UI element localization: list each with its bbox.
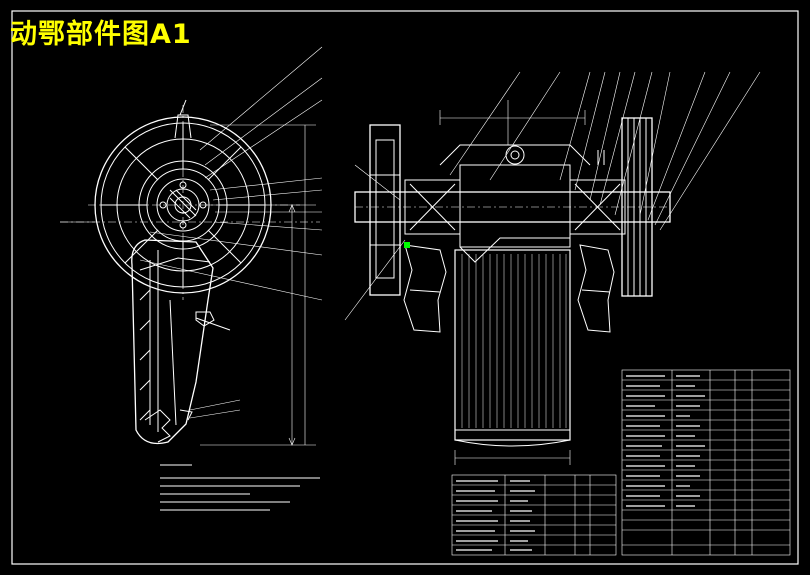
- drawing-title: 动鄂部件图A1: [10, 19, 192, 50]
- dimensions-middle: [439, 100, 586, 465]
- highlight-marker: [404, 242, 410, 248]
- dimensions-left: [60, 124, 316, 446]
- technical-notes-block: [160, 464, 320, 511]
- shaft-assembly-view: [354, 117, 671, 447]
- table-text-marks: [456, 375, 705, 551]
- leader-lines-middle: [344, 71, 761, 321]
- outer-frame: [11, 10, 799, 565]
- parts-list-left: [451, 474, 617, 556]
- jaw-teeth: [461, 254, 567, 428]
- leader-lines-left: [139, 46, 323, 301]
- parts-list-right: [621, 369, 791, 556]
